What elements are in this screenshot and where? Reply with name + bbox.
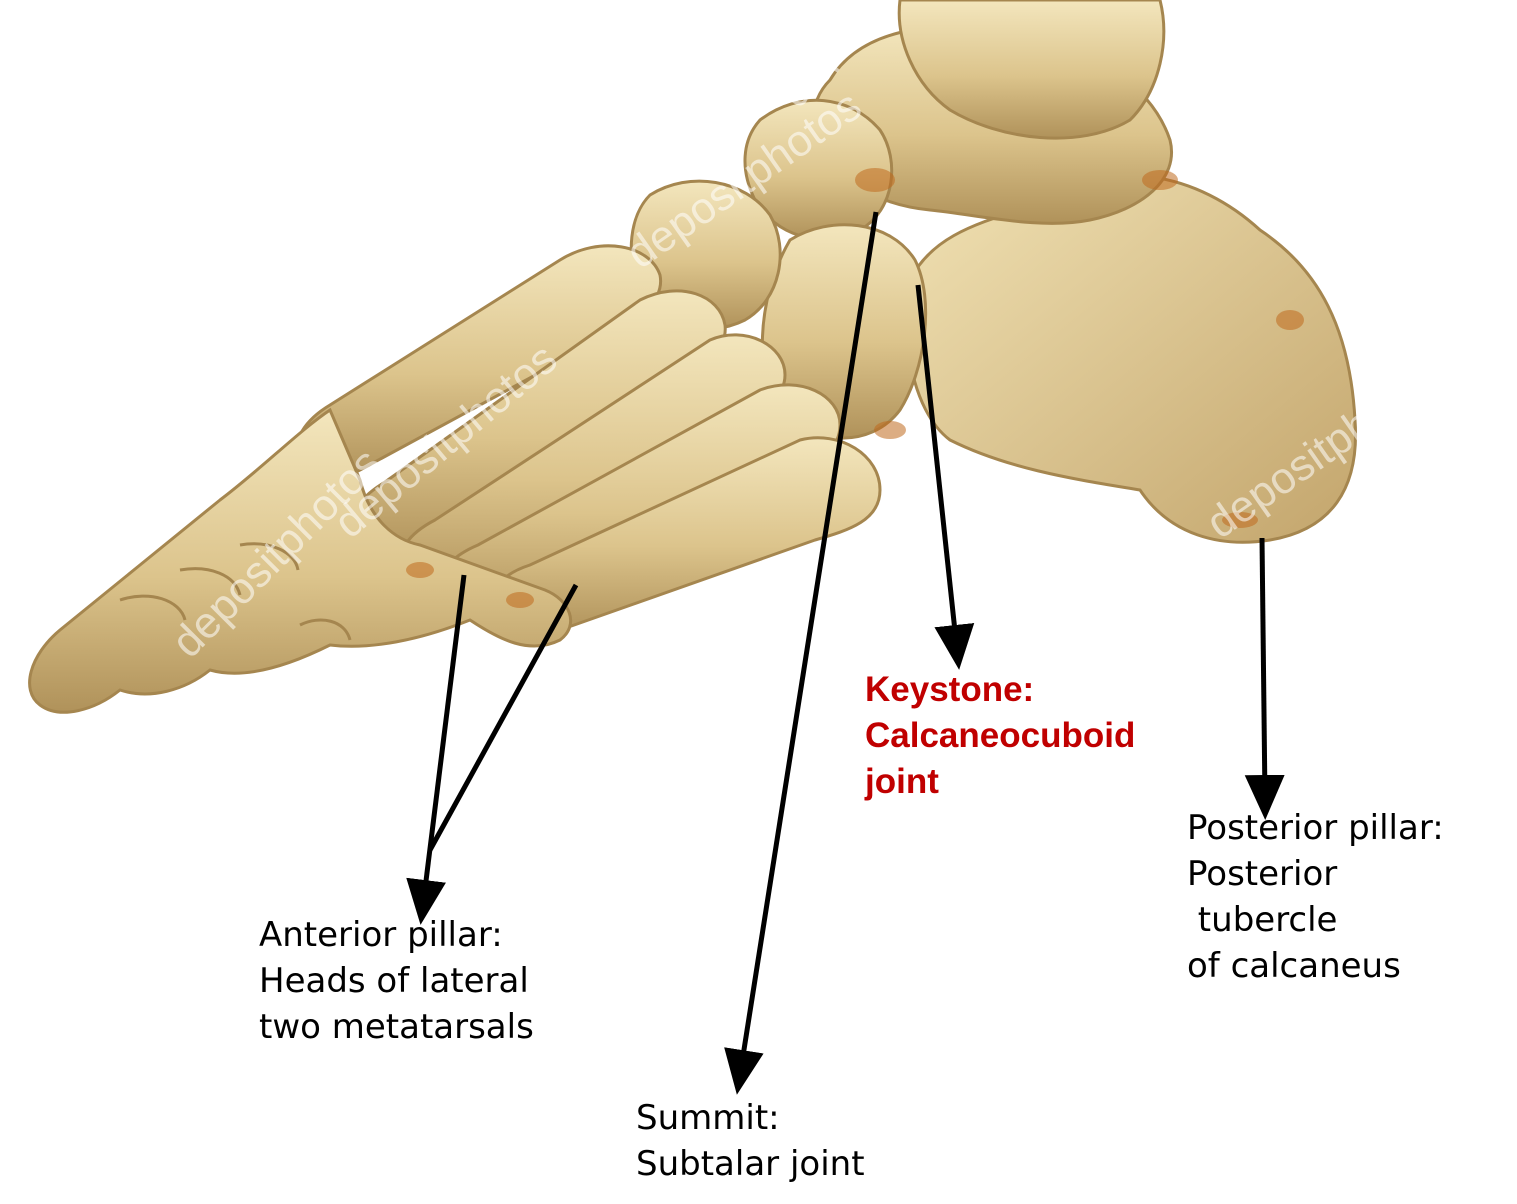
anterior-pillar-label-line: Heads of lateral [259, 958, 534, 1004]
summit-label-line: Summit: [636, 1095, 865, 1141]
anterior-pillar-label: Anterior pillar: Heads of lateral two me… [259, 912, 534, 1050]
keystone-label: Keystone: Calcaneocuboid joint [865, 667, 1135, 805]
posterior-pillar-label-line: Posterior pillar: [1187, 805, 1444, 851]
anterior-pillar-label-line: two metatarsals [259, 1004, 534, 1050]
arrow-posterior-pillar [1262, 538, 1265, 800]
posterior-pillar-label: Posterior pillar: Posterior tubercle of … [1187, 805, 1444, 989]
keystone-label-line: Keystone: [865, 667, 1135, 713]
posterior-pillar-label-line: tubercle [1187, 897, 1444, 943]
summit-label: Summit: Subtalar joint [636, 1095, 865, 1187]
anterior-pillar-label-line: Anterior pillar: [259, 912, 534, 958]
summit-label-line: Subtalar joint [636, 1141, 865, 1187]
posterior-pillar-label-line: Posterior [1187, 851, 1444, 897]
keystone-label-line: joint [865, 759, 1135, 805]
keystone-label-line: Calcaneocuboid [865, 713, 1135, 759]
posterior-pillar-label-line: of calcaneus [1187, 943, 1444, 989]
